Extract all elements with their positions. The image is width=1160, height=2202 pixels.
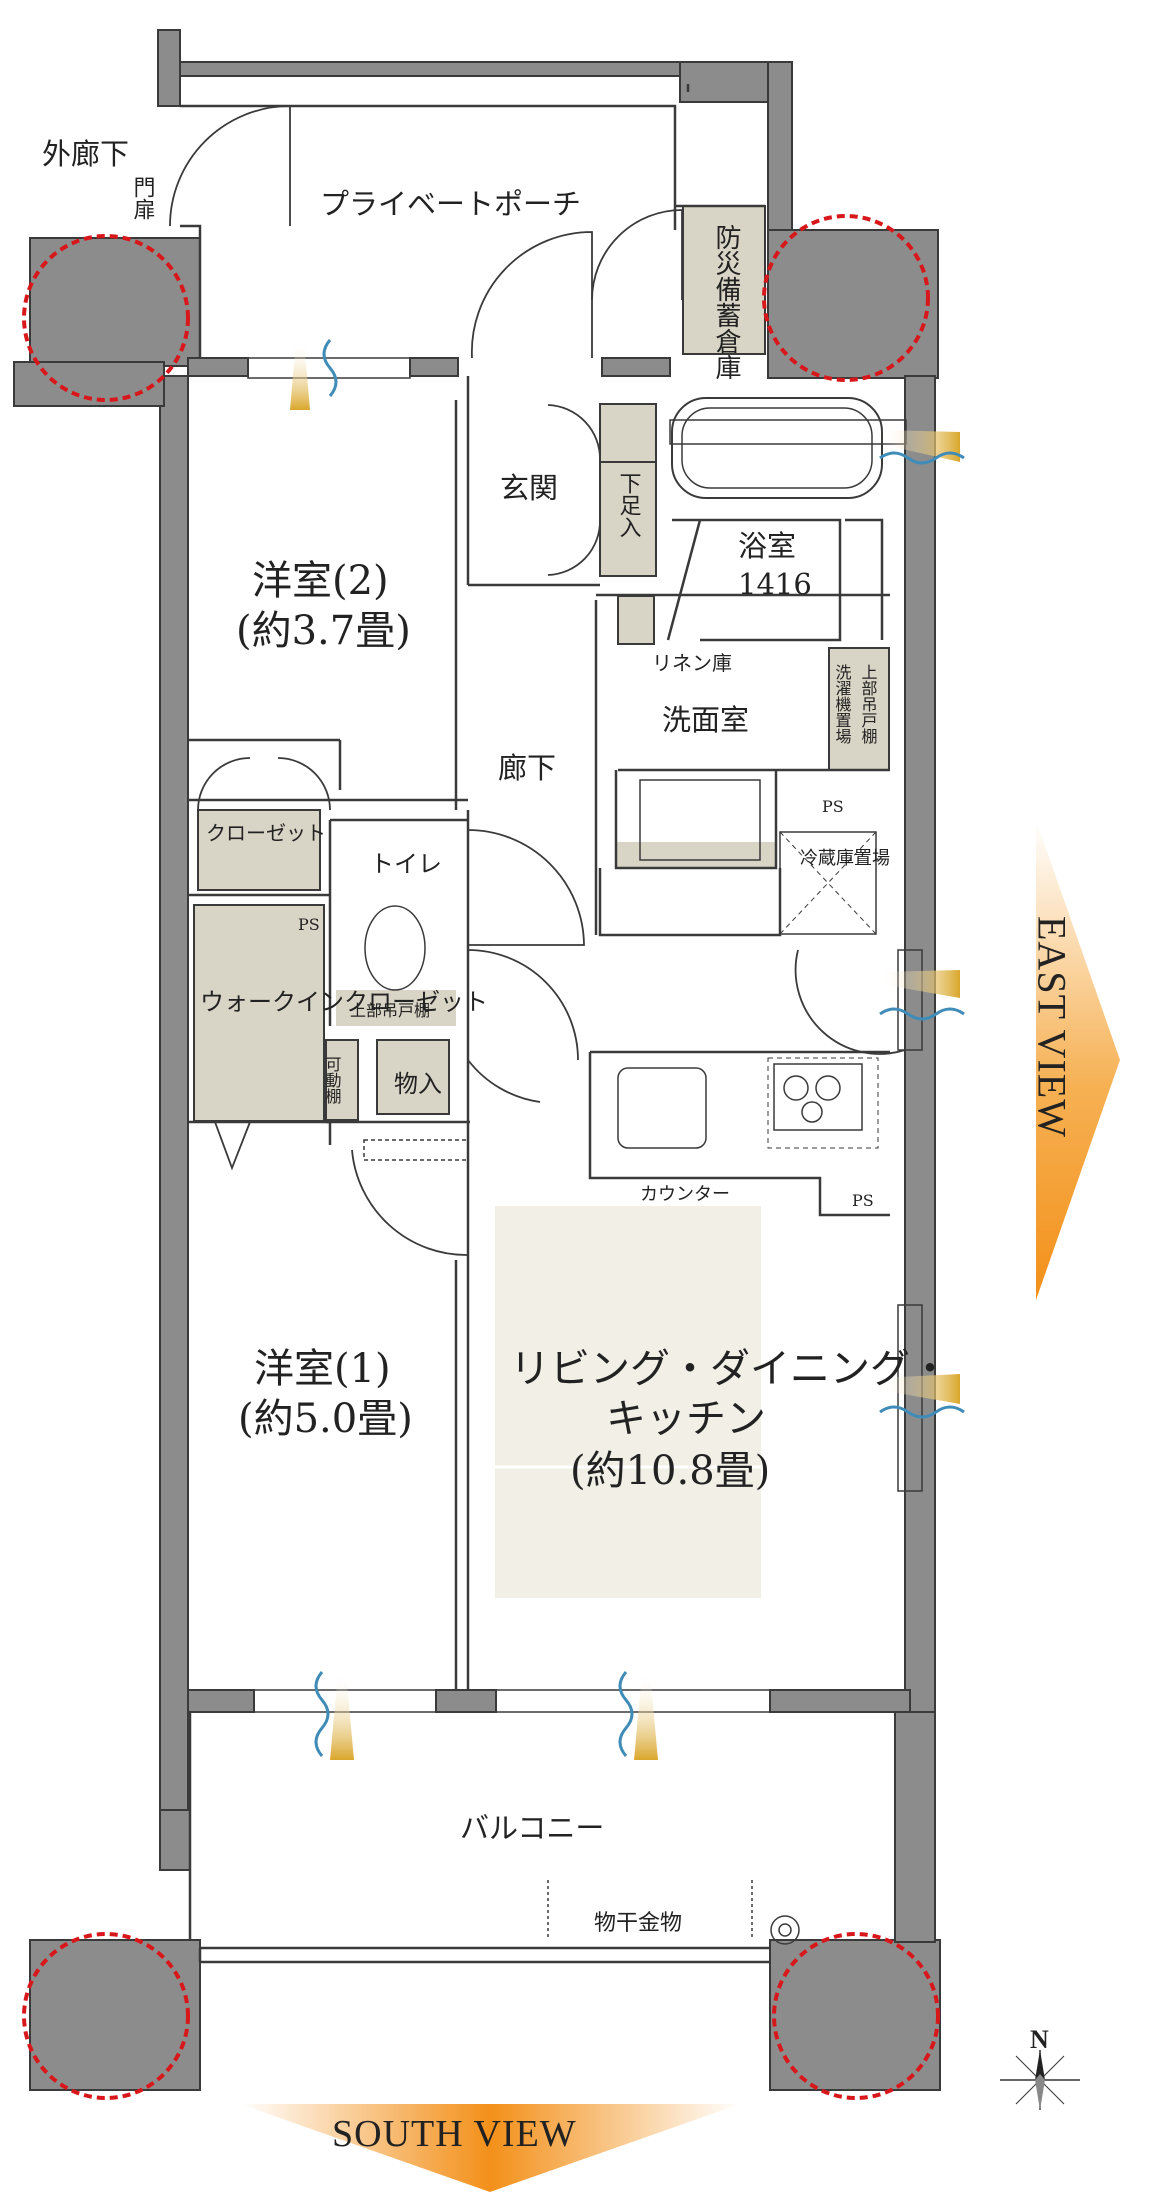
western-room-2-name: 洋室(2) [252, 558, 389, 604]
outer-corridor-label: 外廊下 [42, 137, 129, 171]
storage-label: 物入 [394, 1070, 442, 1098]
south-view-label: SOUTH VIEW [332, 2113, 577, 2155]
text-labels: 外廊下 門扉 プライベートポーチ 防災備蓄倉庫 玄関 下足入 浴室 1416 リ… [42, 137, 1075, 2155]
bathroom-size-label: 1416 [738, 567, 812, 601]
hallway-label: 廊下 [498, 751, 556, 785]
drying-hardware-label: 物干金物 [594, 1911, 682, 1936]
ldk-name-line2: キッチン [606, 1396, 766, 1442]
column-nw [22, 234, 190, 402]
east-view-arrow [1036, 820, 1120, 1300]
ps-label-washroom: PS [822, 797, 844, 816]
balcony-label: バルコニー [460, 1811, 604, 1845]
gate-door-label: 門扉 [130, 176, 156, 220]
shoe-storage-fill [599, 403, 657, 577]
movable-shelf-label: 可動棚 [323, 1056, 342, 1105]
toilet-shelf-label: 上部吊戸棚 [350, 1001, 430, 1020]
south-view-arrow [240, 2104, 740, 2192]
toilet-shelf-fill [336, 990, 456, 1026]
column-se [772, 1932, 940, 2100]
disaster-storage-label: 防災備蓄倉庫 [711, 224, 741, 380]
column-markers [22, 214, 940, 2100]
closet-label: クローゼット [206, 821, 326, 845]
shoe-storage-label: 下足入 [616, 472, 642, 538]
washer-space-label: 洗濯機置場 [833, 664, 852, 745]
ldk-name-line1: リビング・ダイニング・ [510, 1346, 950, 1392]
upper-cabinet-label: 上部吊戸棚 [859, 664, 878, 745]
storage-fill [376, 1039, 450, 1115]
ps-label-wic: PS [298, 915, 320, 934]
toilet-label: トイレ [370, 850, 442, 878]
private-porch-label: プライベートポーチ [320, 187, 581, 221]
column-ne [762, 214, 930, 382]
north-label: N [1030, 2025, 1049, 2054]
disaster-storage-fill [682, 205, 766, 355]
ldk-floor-highlight [495, 1206, 761, 1598]
door-swings [169, 105, 906, 1256]
linen-fill [617, 595, 655, 645]
ldk-size: (約10.8畳) [570, 1448, 770, 1494]
floor-fills [193, 205, 890, 1598]
movable-shelf-fill [325, 1039, 359, 1121]
compass [1000, 2050, 1080, 2110]
western-room-2-size: (約3.7畳) [236, 608, 411, 654]
washroom-label: 洗面室 [662, 703, 749, 737]
western-room-1-size: (約5.0畳) [238, 1396, 413, 1442]
wic-fill [193, 904, 325, 1122]
fridge-space-label: 冷蔵庫置場 [800, 848, 890, 869]
bathroom-label: 浴室 [738, 529, 796, 563]
column-sw [22, 1932, 190, 2100]
closet-fill [197, 809, 321, 891]
counter-label: カウンター [640, 1184, 730, 1205]
western-room-1-name: 洋室(1) [254, 1346, 391, 1392]
washroom-counter-fill [616, 842, 776, 868]
ps-label-kitchen: PS [852, 1191, 874, 1210]
east-view-label: EAST VIEW [1030, 916, 1075, 1138]
interior-lines [180, 84, 923, 1964]
walk-in-closet-label: ウォークインクローゼット [200, 988, 488, 1016]
entrance-label: 玄関 [500, 471, 558, 505]
washer-shelf-fill [828, 647, 890, 771]
walls [13, 29, 941, 2091]
ventilation-icons [290, 339, 965, 1760]
linen-cupboard-label: リネン庫 [652, 651, 732, 675]
